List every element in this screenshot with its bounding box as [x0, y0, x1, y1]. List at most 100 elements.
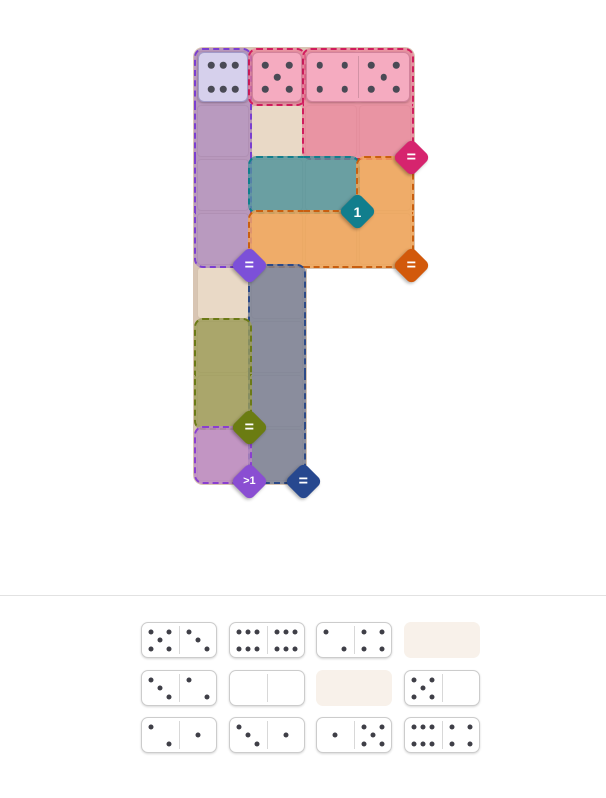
- pip: [292, 629, 298, 634]
- pip: [274, 646, 280, 651]
- pip: [411, 724, 417, 729]
- pip: [207, 85, 215, 93]
- tray-domino[interactable]: [316, 622, 392, 658]
- pip: [393, 85, 400, 93]
- region-pink-square: [302, 104, 358, 160]
- constraint-symbol: =: [244, 256, 255, 274]
- tray-domino[interactable]: [316, 717, 392, 753]
- tray-empty-slot: [316, 670, 392, 706]
- pip: [379, 741, 385, 746]
- pip: [166, 646, 172, 651]
- constraint-symbol: =: [406, 256, 417, 274]
- tray-domino[interactable]: [229, 670, 305, 706]
- pip: [204, 646, 210, 651]
- pip: [429, 741, 435, 746]
- placed-domino[interactable]: [252, 52, 302, 102]
- tray-domino[interactable]: [141, 717, 217, 753]
- pip: [379, 646, 385, 651]
- domino-half: [142, 718, 179, 752]
- domino-half: [317, 623, 354, 657]
- game-board: =1===>1=: [193, 47, 431, 501]
- pip: [420, 741, 426, 746]
- domino-half: [180, 718, 217, 752]
- tray-domino[interactable]: [141, 670, 217, 706]
- pip: [283, 629, 289, 634]
- pip: [219, 61, 227, 69]
- pip: [292, 646, 298, 651]
- domino-half-divider: [178, 626, 180, 654]
- domino-half-divider: [178, 674, 180, 702]
- pip: [148, 646, 154, 651]
- domino-half-divider: [266, 626, 268, 654]
- pip: [361, 724, 367, 729]
- pip: [261, 61, 269, 69]
- domino-half-divider: [357, 56, 359, 98]
- placed-domino[interactable]: [198, 52, 248, 102]
- pip: [467, 741, 473, 746]
- pip: [236, 724, 242, 729]
- domino-half: [268, 671, 305, 705]
- tray-domino[interactable]: [404, 717, 480, 753]
- pip: [236, 629, 242, 634]
- domino-tray: [0, 596, 606, 798]
- domino-half: [443, 718, 480, 752]
- pip: [245, 629, 251, 634]
- pip: [207, 61, 215, 69]
- domino-half-divider: [178, 721, 180, 749]
- pip: [323, 629, 329, 634]
- pip: [370, 732, 376, 738]
- domino-half: [355, 718, 392, 752]
- pip: [379, 629, 385, 634]
- pip: [166, 629, 172, 634]
- pip: [283, 646, 289, 651]
- region-purple-column: [194, 104, 252, 158]
- region-orange-l: [358, 212, 414, 268]
- pip: [254, 629, 260, 634]
- board-cell[interactable]: [251, 105, 303, 157]
- tray-domino[interactable]: [229, 622, 305, 658]
- region-purple-column: [194, 158, 252, 212]
- pip: [449, 724, 455, 729]
- pip: [361, 629, 367, 634]
- domino-half-divider: [266, 721, 268, 749]
- domino-half: [230, 718, 267, 752]
- tray-domino[interactable]: [229, 717, 305, 753]
- pip: [166, 694, 172, 699]
- pip: [316, 85, 323, 93]
- pip: [316, 61, 323, 69]
- pip: [204, 694, 210, 699]
- constraint-symbol: =: [406, 148, 417, 166]
- tray-domino[interactable]: [404, 670, 480, 706]
- domino-half: [405, 718, 442, 752]
- pip: [367, 61, 375, 69]
- domino-half: [253, 53, 301, 101]
- pip: [429, 724, 435, 729]
- pip: [219, 85, 227, 93]
- pip: [420, 724, 426, 729]
- pip: [245, 646, 251, 651]
- pip: [148, 677, 154, 682]
- domino-half-divider: [266, 674, 268, 702]
- region-teal-pair: [248, 156, 304, 214]
- placed-domino[interactable]: [306, 52, 410, 102]
- domino-half-divider: [441, 674, 443, 702]
- pip: [285, 61, 293, 69]
- pip: [420, 685, 426, 691]
- tray-domino[interactable]: [141, 622, 217, 658]
- constraint-symbol: =: [298, 472, 309, 490]
- constraint-symbol: =: [244, 418, 255, 436]
- pip: [231, 85, 239, 93]
- domino-half: [443, 671, 480, 705]
- domino-half: [359, 53, 410, 101]
- pip: [254, 741, 260, 746]
- pip: [283, 732, 289, 738]
- pip: [261, 85, 269, 93]
- domino-half: [180, 671, 217, 705]
- domino-half: [180, 623, 217, 657]
- domino-half-divider: [441, 721, 443, 749]
- domino-half: [317, 718, 354, 752]
- pip: [236, 646, 242, 651]
- domino-half: [199, 53, 247, 101]
- tray-empty-slot: [404, 622, 480, 658]
- pip: [467, 724, 473, 729]
